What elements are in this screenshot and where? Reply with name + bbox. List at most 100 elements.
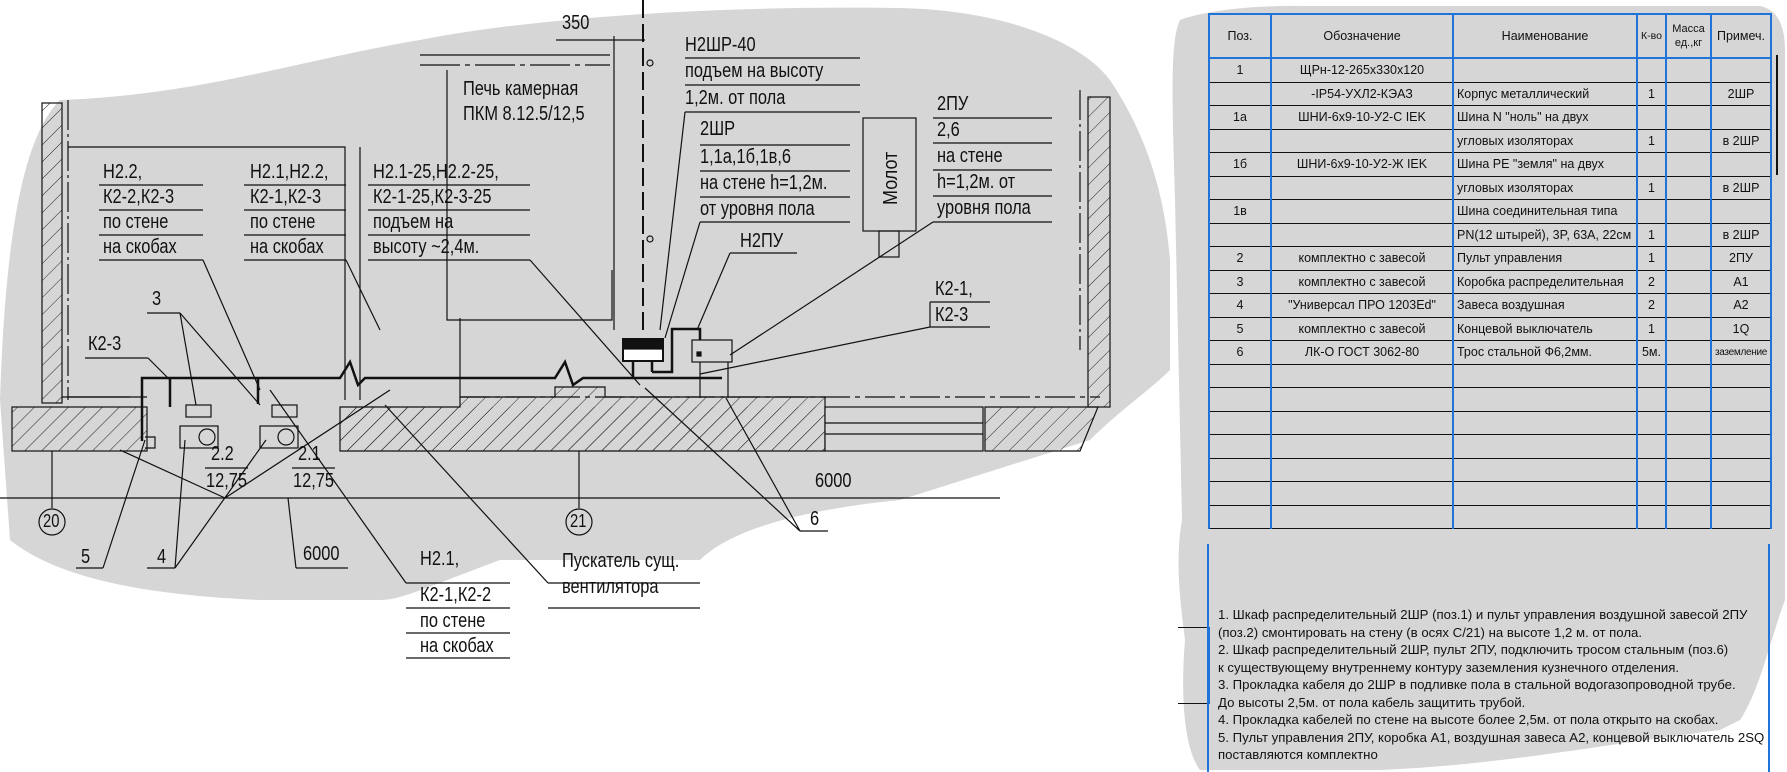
callout-2pu-4: h=1,2м. от — [937, 171, 1016, 193]
cell-name — [1452, 481, 1638, 505]
cell-quantity — [1636, 363, 1667, 388]
cell-name: Пульт управления — [1452, 246, 1638, 270]
cell-name — [1452, 504, 1638, 529]
cell-designation — [1270, 387, 1454, 411]
callout-bottom-4: на скобах — [420, 635, 494, 657]
callout-h2shr-2: подъем на высоту — [685, 60, 824, 82]
cell-name: Шина соединительная типа — [1452, 199, 1638, 223]
cell-designation: -IP54-УХЛ2-КЭАЗ — [1270, 81, 1454, 106]
cell-designation: ШНИ-6х9-10-У2-Ж IEK — [1270, 152, 1454, 176]
cell-name: Шина PE "земля" на двух — [1452, 152, 1638, 176]
table-header-row: Поз. Обозначение Наименование К-во Масса… — [1208, 13, 1772, 59]
cell-designation — [1270, 481, 1454, 505]
cell-designation: ЩРн-12-265х330х120 — [1270, 57, 1454, 82]
cell-name: Завеса воздушная — [1452, 293, 1638, 317]
cell-name — [1452, 387, 1638, 411]
cell-position — [1208, 128, 1272, 153]
wall-right — [1087, 96, 1111, 408]
cell-position — [1208, 175, 1272, 200]
callout-left1-2: К2-2,К2-3 — [103, 186, 175, 208]
cell-quantity — [1636, 152, 1667, 176]
cell-position — [1208, 387, 1272, 411]
position-3-label: 3 — [152, 288, 162, 310]
cell-note: 2ШР — [1710, 81, 1772, 106]
cell-note: в 2ШР — [1710, 128, 1772, 153]
cell-quantity: 1 — [1636, 222, 1667, 247]
junction-box-a — [185, 404, 212, 418]
specification-table: Поз. Обозначение Наименование К-во Масса… — [1208, 13, 1772, 529]
callout-bottom-1: Н2.1, — [420, 548, 460, 570]
callout-left2-2: К2-1,К2-3 — [250, 186, 322, 208]
cell-position: 6 — [1208, 340, 1272, 364]
cell-quantity — [1636, 434, 1667, 458]
cell-quantity: 5м. — [1636, 340, 1667, 364]
cell-note: заземление — [1710, 340, 1772, 364]
cell-note — [1710, 434, 1772, 458]
dimension-6000-left: 6000 — [303, 543, 340, 565]
cell-position: 5 — [1208, 316, 1272, 341]
cell-mass — [1665, 340, 1712, 364]
cell-position: 4 — [1208, 293, 1272, 317]
col-header-quantity: К-во — [1636, 13, 1667, 59]
cell-note: в 2ШР — [1710, 222, 1772, 247]
cell-quantity — [1636, 481, 1667, 505]
cell-position — [1208, 457, 1272, 482]
callout-h2pu: Н2ПУ — [740, 230, 784, 252]
cell-quantity: 1 — [1636, 81, 1667, 106]
cell-designation: "Универсал ПРО 1203Ed" — [1270, 293, 1454, 317]
curtain-b-power: 12,75 — [293, 470, 335, 492]
table-row-empty — [1208, 504, 1772, 529]
cell-mass — [1665, 269, 1712, 294]
cell-designation — [1270, 434, 1454, 458]
cell-quantity: 2 — [1636, 269, 1667, 294]
cell-name: угловых изоляторах — [1452, 175, 1638, 200]
callout-2pu-5: уровня пола — [937, 197, 1031, 219]
furnace-outline — [446, 70, 613, 321]
cell-mass — [1665, 363, 1712, 388]
axis-20-bubble — [38, 508, 66, 536]
cell-note: А2 — [1710, 293, 1772, 317]
table-bottom-rule — [1208, 528, 1772, 529]
cell-note: 1Q — [1710, 316, 1772, 341]
cell-note: А1 — [1710, 269, 1772, 294]
callout-left1-1: Н2.2, — [103, 161, 143, 183]
callout-2pu-2: 2,6 — [937, 119, 960, 141]
cell-designation — [1270, 410, 1454, 435]
cell-note — [1710, 481, 1772, 505]
cell-name — [1452, 363, 1638, 388]
table-row-empty — [1208, 387, 1772, 411]
table-row-empty — [1208, 481, 1772, 505]
title-block-fragment — [1178, 627, 1210, 704]
cell-note — [1710, 410, 1772, 435]
control-panel-2pu — [691, 339, 733, 363]
cell-designation: комплектно с завесой — [1270, 316, 1454, 341]
cell-position: 1б — [1208, 152, 1272, 176]
cell-position — [1208, 434, 1272, 458]
cell-note — [1710, 387, 1772, 411]
col-header-designation: Обозначение — [1270, 13, 1454, 59]
callout-2shr-1: 2ШР — [700, 118, 736, 140]
dimension-350: 350 — [562, 12, 590, 34]
col-header-mass: Масса ед.,кг — [1665, 13, 1712, 59]
cell-name — [1452, 457, 1638, 482]
cell-quantity — [1636, 504, 1667, 529]
cell-quantity: 1 — [1636, 246, 1667, 270]
note-line: 4. Прокладка кабелей по стене на высоте … — [1218, 712, 1719, 727]
callout-left3-1: Н2.1-25,Н2.2-25, — [373, 161, 499, 183]
cell-quantity — [1636, 199, 1667, 223]
note-line: 2. Шкаф распределительный 2ШР, пульт 2ПУ… — [1218, 642, 1729, 657]
cell-designation: ШНИ-6х9-10-У2-С IEK — [1270, 105, 1454, 129]
paper-left — [0, 7, 1170, 600]
cell-name: Коробка распределительная — [1452, 269, 1638, 294]
cell-note — [1710, 57, 1772, 82]
axis-21-label: 21 — [570, 511, 587, 531]
cell-quantity: 2 — [1636, 293, 1667, 317]
cell-name: Шина N "ноль" на двух — [1452, 105, 1638, 129]
cell-quantity — [1636, 105, 1667, 129]
cell-note — [1710, 152, 1772, 176]
cell-mass — [1665, 128, 1712, 153]
